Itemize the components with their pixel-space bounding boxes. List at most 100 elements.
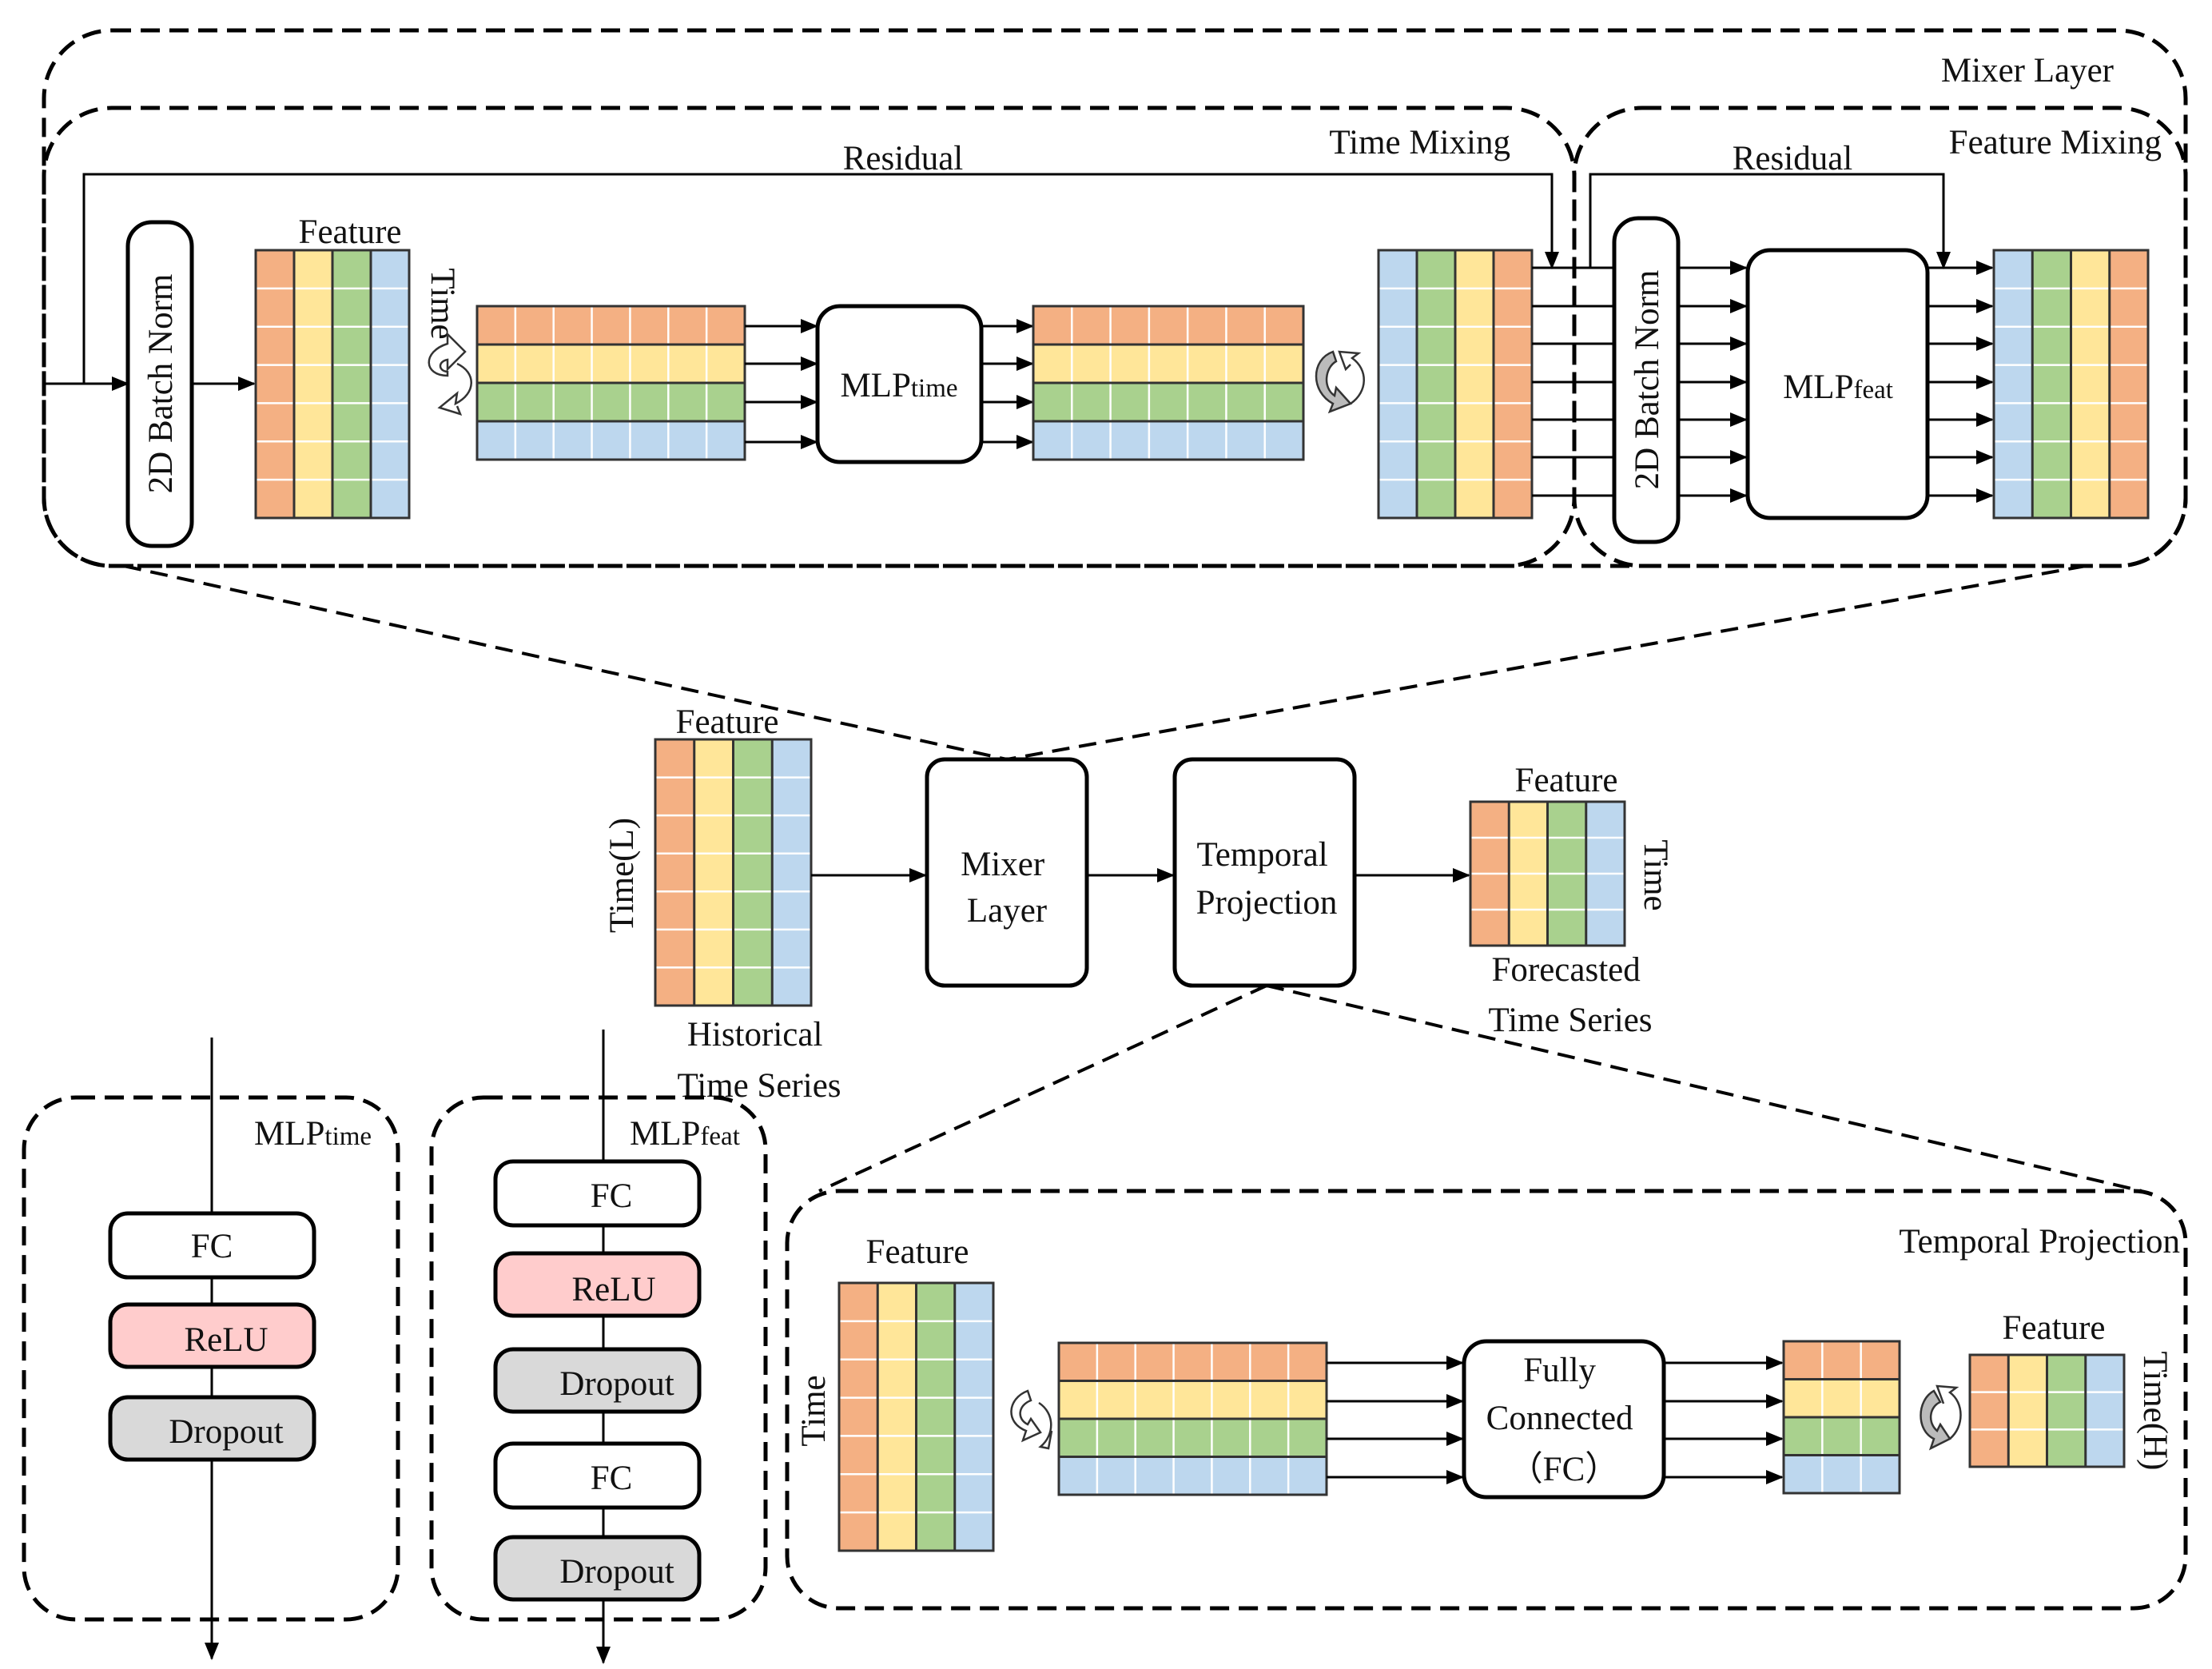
feature-mixing-batch-norm bbox=[1612, 216, 1681, 544]
matrix-stripe bbox=[694, 739, 734, 1006]
feature-mixing-title: Feature Mixing bbox=[1949, 124, 2162, 161]
matrix-stripe bbox=[294, 250, 332, 518]
matrix-stripe bbox=[655, 739, 694, 1006]
historical-input-matrix bbox=[654, 738, 813, 1007]
matrix-border bbox=[654, 738, 813, 1007]
matrix-border bbox=[1057, 1341, 1328, 1496]
input-time-label: Time(L) bbox=[603, 818, 641, 933]
matrix-stripe bbox=[1417, 250, 1455, 518]
feature-mixing-batch-norm-label: 2D Batch Norm bbox=[1629, 270, 1666, 490]
mlp-time-relu-layer bbox=[108, 1302, 316, 1369]
tp-feature-label: Feature bbox=[866, 1233, 969, 1271]
mixer-layer-title: Mixer Layer bbox=[1941, 52, 2114, 90]
matrix-stripe bbox=[1059, 1343, 1327, 1381]
mixer-layer-block bbox=[925, 757, 1089, 988]
matrix-stripe bbox=[1784, 1455, 1900, 1493]
mlp-time-block-label: MLPtime bbox=[840, 367, 957, 404]
time-mixing-title: Time Mixing bbox=[1329, 124, 1510, 161]
fm-output-matrix bbox=[1992, 249, 2150, 520]
mlp-time-dropout-layer bbox=[108, 1395, 316, 1462]
matrix-stripe bbox=[1059, 1380, 1327, 1419]
input-caption: Historical Time Series bbox=[677, 1016, 841, 1105]
matrix-stripe bbox=[1784, 1417, 1900, 1456]
feature-mixing-residual-label: Residual bbox=[1733, 140, 1853, 177]
tp-time-label: Time bbox=[795, 1375, 833, 1446]
mlp-time-detail-panel: MLPtime FC ReLU Dropout bbox=[22, 1038, 400, 1660]
tp-projected-matrix bbox=[1782, 1340, 1901, 1495]
mlp-feat-detail-frame bbox=[429, 1095, 768, 1622]
output-feature-label: Feature bbox=[1515, 762, 1618, 799]
tm-mlp-output-arrows bbox=[981, 319, 1034, 449]
mlp-feat-block bbox=[1745, 248, 1930, 520]
main-pipeline: Feature Time(L) Historical Time Series M… bbox=[603, 703, 1674, 1105]
mlp-feat-dropout1-label: Dropout bbox=[559, 1365, 674, 1403]
tp-fc-input-arrows bbox=[1327, 1356, 1464, 1484]
time-mixing-batch-norm-label: 2D Batch Norm bbox=[142, 274, 180, 494]
tp-output-feature-label: Feature bbox=[2003, 1309, 2106, 1347]
matrix-stripe bbox=[1784, 1341, 1900, 1380]
matrix-border bbox=[837, 1281, 995, 1552]
matrix-border bbox=[1377, 249, 1534, 520]
matrix-stripe bbox=[256, 250, 294, 518]
matrix-stripe bbox=[2085, 1355, 2124, 1467]
mlp-time-detail-title: MLPtime bbox=[254, 1115, 372, 1153]
matrix-border bbox=[1992, 249, 2150, 520]
tp-transpose-back-arrow-icon bbox=[1920, 1384, 1962, 1451]
matrix-stripe bbox=[477, 306, 745, 345]
matrix-stripe bbox=[477, 421, 745, 460]
matrix-stripe bbox=[371, 250, 409, 518]
fully-connected-block bbox=[1462, 1339, 1666, 1500]
matrix-stripe bbox=[1059, 1456, 1327, 1495]
temporal-projection-block-label: Temporal Projection bbox=[1196, 836, 1338, 922]
matrix-stripe bbox=[1033, 306, 1303, 345]
mlp-feat-relu-layer bbox=[493, 1251, 702, 1318]
mixer-layer-panel: Mixer Layer Time Mixing Feature Mixing R… bbox=[42, 28, 2188, 568]
transpose-arrow-icon bbox=[428, 331, 472, 416]
tp-output-matrix bbox=[1968, 1353, 2126, 1468]
matrix-border bbox=[1032, 305, 1305, 461]
tm-feature-label: Feature bbox=[299, 213, 402, 251]
matrix-stripe bbox=[1033, 383, 1303, 421]
tp-output-time-label: Time(H) bbox=[2136, 1352, 2174, 1471]
matrix-stripe bbox=[2047, 1355, 2086, 1467]
transpose-back-arrow-icon bbox=[1315, 350, 1365, 414]
tm-transposed-matrix bbox=[475, 305, 746, 461]
matrix-stripe bbox=[332, 250, 371, 518]
matrix-stripe bbox=[1970, 1355, 2009, 1467]
mlp-feat-detail-title: MLPfeat bbox=[630, 1115, 740, 1153]
matrix-stripe bbox=[2071, 250, 2110, 518]
mixer-layer-block-label: Mixer Layer bbox=[961, 846, 1053, 930]
mlp-time-dropout-label: Dropout bbox=[169, 1413, 283, 1451]
mlp-feat-fc2-layer bbox=[493, 1441, 702, 1510]
matrix-stripe bbox=[477, 383, 745, 421]
matrix-stripe bbox=[477, 345, 745, 383]
matrix-stripe bbox=[1784, 1379, 1900, 1417]
mlp-feat-dropout2-label: Dropout bbox=[559, 1553, 674, 1591]
matrix-stripe bbox=[1033, 345, 1303, 383]
matrix-border bbox=[254, 249, 411, 520]
mlp-feat-relu-label: ReLU bbox=[571, 1271, 655, 1309]
mlp-feat-fc1-layer bbox=[493, 1159, 702, 1228]
time-mixing-residual-label: Residual bbox=[843, 140, 964, 177]
tp-transpose-arrow-icon bbox=[1010, 1389, 1053, 1450]
matrix-stripe bbox=[877, 1283, 917, 1551]
mlp-time-fc-label: FC bbox=[191, 1228, 233, 1265]
mlp-time-block bbox=[815, 304, 984, 464]
mlp-time-relu-label: ReLU bbox=[184, 1321, 268, 1359]
tm-input-matrix bbox=[254, 249, 411, 520]
tp-fc-output-arrows bbox=[1664, 1356, 1784, 1484]
tp-transposed-matrix bbox=[1057, 1341, 1328, 1496]
zoom-connector-lines bbox=[123, 564, 2142, 1193]
fm-mlp-output-arrows bbox=[1928, 261, 1994, 503]
input-feature-label: Feature bbox=[676, 703, 779, 741]
tm-time-label: Time bbox=[424, 268, 461, 339]
matrix-stripe bbox=[954, 1283, 993, 1551]
matrix-stripe bbox=[839, 1283, 878, 1551]
matrix-border bbox=[1968, 1353, 2126, 1468]
mlp-feat-dropout2-layer bbox=[493, 1535, 702, 1602]
matrix-stripe bbox=[916, 1283, 955, 1551]
mlp-feat-fc1-label: FC bbox=[591, 1177, 633, 1215]
matrix-stripe bbox=[1059, 1419, 1327, 1457]
tm-mlp-input-arrows bbox=[745, 319, 818, 449]
